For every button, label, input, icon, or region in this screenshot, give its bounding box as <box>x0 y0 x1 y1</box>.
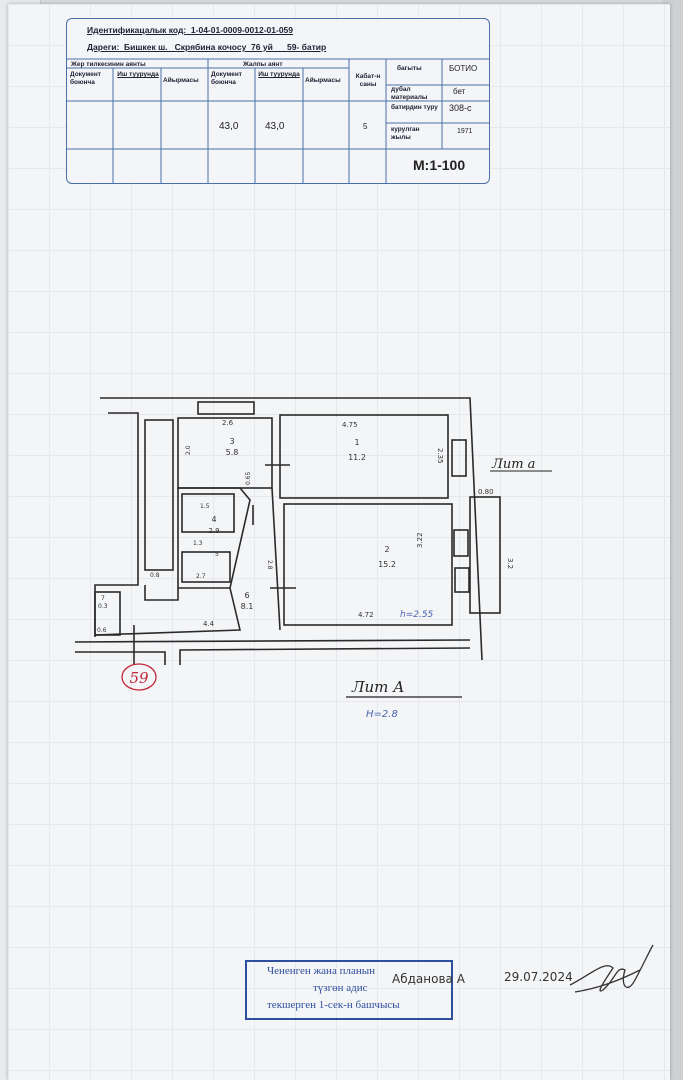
signature-image <box>569 944 654 993</box>
col-diff-land: Айырмасы <box>163 77 199 84</box>
dimension: 4.72 <box>358 611 374 619</box>
window <box>451 439 467 477</box>
room-2-height: h=2.55 <box>400 610 434 620</box>
apartment-number: 59 <box>129 669 149 687</box>
dimension: 0.8 <box>150 572 160 579</box>
col-actual-land: Иш туурунда <box>117 71 159 78</box>
window <box>197 401 255 415</box>
outer-wall <box>100 397 483 661</box>
room-5-outline <box>181 551 231 583</box>
room-5-area: 2.7 <box>196 573 206 580</box>
room-4-outline <box>181 493 235 533</box>
room-2-area: 15.2 <box>378 560 396 569</box>
address-label: Дареги: <box>87 42 120 52</box>
total-area-actual: 43,0 <box>265 121 285 132</box>
dimension: 4.4 <box>203 620 215 628</box>
prop-value: 308-с <box>449 103 472 113</box>
dimension: 0.65 <box>245 471 252 485</box>
room-5-number: 5 <box>215 551 219 558</box>
stamp-date: 29.07.2024 <box>504 970 573 984</box>
room-2-outline <box>283 503 453 626</box>
floors-count: 5 <box>363 122 368 131</box>
col-doc-land: Документ боюнча <box>70 71 101 86</box>
stamp-line-1: Чененген жана планын <box>267 965 375 977</box>
approval-stamp: Чененген жана планын түзгөн адис текшерг… <box>245 960 453 1020</box>
window <box>454 567 470 593</box>
room-4-number: 4 <box>211 515 216 524</box>
room-1-area: 11.2 <box>348 453 366 462</box>
prop-label: батирдин туру <box>391 104 438 111</box>
bath-area <box>177 487 251 589</box>
address-value: Бишкек ш. Скрябина кочосу 76 уй 59- бати… <box>124 42 327 52</box>
room-2-number: 2 <box>384 545 389 554</box>
apt-number-circle <box>121 663 157 691</box>
shaft <box>144 419 174 571</box>
prop-label: багыты <box>397 65 422 72</box>
dimension: 0.6 <box>97 627 107 634</box>
col-doc-total: Документ боюнча <box>211 71 242 86</box>
stamp-line-3: текшерген 1-сек-н башчысы <box>267 999 400 1011</box>
room-7-area: 0.3 <box>98 603 108 610</box>
col-floors: Кабат-н саны <box>355 73 381 88</box>
prop-value: 1971 <box>457 128 473 135</box>
prop-label: курулган жылы <box>391 126 420 141</box>
room-6-area: 8.1 <box>241 602 254 611</box>
window <box>453 529 469 557</box>
col-actual-total: Иш туурунда <box>258 71 300 78</box>
dimension: 2.0 <box>185 445 192 455</box>
prop-label: дубал материалы <box>391 86 428 101</box>
prop-value: БОТИО <box>449 64 478 73</box>
prop-value: бет <box>453 87 466 96</box>
id-code: Идентификацалык код: 1-04-01-0009-0012-0… <box>87 25 293 35</box>
room-1-number: 1 <box>354 438 359 447</box>
dimension: 2.6 <box>222 419 234 427</box>
dimension: 3.22 <box>416 532 424 548</box>
room-6-number: 6 <box>244 591 249 600</box>
dimension: 1.5 <box>200 503 210 510</box>
dimension: 2.35 <box>436 448 444 464</box>
stamp-line-2: түзгөн адис <box>313 982 368 994</box>
scale: М:1-100 <box>413 157 466 173</box>
dimension: 0.80 <box>478 488 494 496</box>
table-grid <box>67 58 489 183</box>
total-area-doc: 43,0 <box>219 121 239 132</box>
id-code-label: Идентификацалык код: <box>87 25 187 35</box>
info-table: Идентификацалык код: 1-04-01-0009-0012-0… <box>66 18 490 184</box>
dimension: 2.8 <box>266 560 273 570</box>
room-7-number: 7 <box>101 595 105 602</box>
dimension: 1.3 <box>193 540 203 547</box>
dimension: 4.75 <box>342 421 358 429</box>
room-4-area: 2.9 <box>208 527 219 535</box>
lit-a-label: Лит А <box>351 678 405 696</box>
id-code-value: 1-04-01-0009-0012-01-059 <box>190 25 293 35</box>
address: Дареги: Бишкек ш. Скрябина кочосу 76 уй … <box>87 42 326 52</box>
specialist-name: Абданова А <box>392 972 465 986</box>
room-3-area: 5.8 <box>226 448 239 457</box>
balcony <box>469 496 501 614</box>
dimension: 3.2 <box>506 558 514 569</box>
floor-plan: 1 11.2 2 15.2 3 5.8 4 2.9 5 2.7 6 8.1 7 … <box>74 397 552 720</box>
room-1-outline <box>279 414 449 499</box>
building-height: H=2.8 <box>366 709 398 720</box>
group-total-area: Жалпы аянт <box>243 61 283 68</box>
room-3-number: 3 <box>229 437 234 446</box>
group-land-area: Жер тилкесинин аянты <box>71 61 146 68</box>
col-diff-total: Айырмасы <box>305 77 341 84</box>
lit-a-small-label: Лит а <box>491 457 535 472</box>
